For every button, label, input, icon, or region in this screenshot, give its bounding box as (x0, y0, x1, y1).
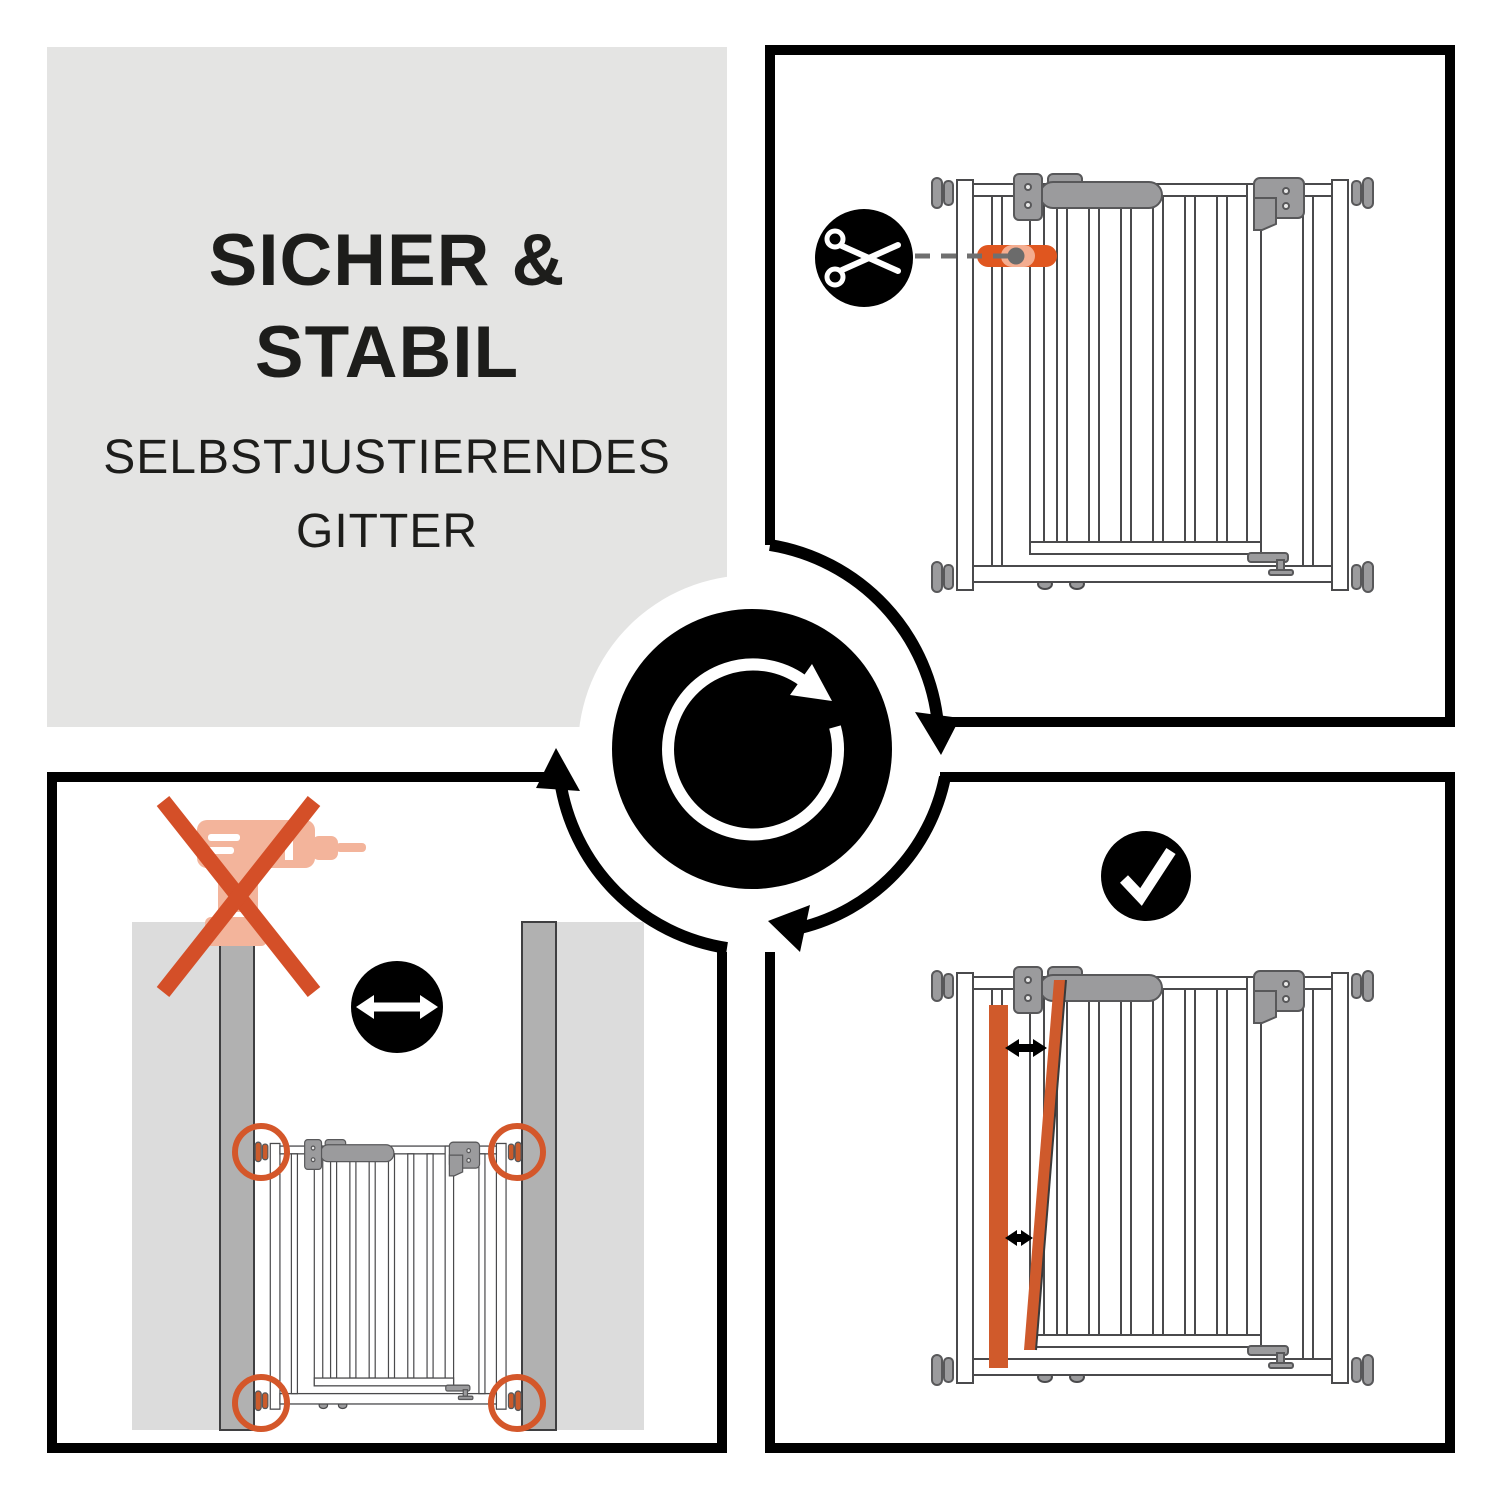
scissors-icon (815, 209, 913, 307)
gate-illustration-top-right (931, 173, 1374, 593)
headline-subtitle-line2: GITTER (296, 505, 478, 558)
gate-illustration-bottom-left (254, 1138, 522, 1412)
cross-out-x (156, 796, 321, 997)
gap-adjust-arrows (1005, 1039, 1047, 1246)
arrowhead-into-top-right (915, 712, 960, 755)
headline-title-line1: SICHER & (208, 220, 566, 301)
horizontal-double-arrow-icon (351, 961, 443, 1053)
cycle-arrowheads (536, 712, 960, 952)
cycle-arc-top-right (769, 539, 944, 726)
cuttable-strap (977, 245, 1057, 267)
bottom-right-panel-border (765, 772, 1455, 1453)
panel-correct-adjustment (931, 831, 1374, 1386)
headline-panel: SICHER & STABIL SELBSTJUSTIERENDES GITTE… (47, 47, 727, 727)
panel-self-adjusting-strap (815, 173, 1374, 593)
panel-no-drilling (132, 796, 644, 1432)
no-drill-icon (156, 796, 366, 997)
rotate-clockwise-icon (612, 609, 892, 889)
adjust-strap-vertical (989, 1005, 1008, 1368)
arrowhead-into-bottom-left (536, 748, 580, 791)
cycle-arc-bottom-left (554, 779, 728, 954)
bottom-left-panel-border (47, 772, 727, 1453)
checkmark-icon (1101, 831, 1191, 921)
adjust-strap-tilted (1024, 979, 1067, 1351)
cycle-arc-bottom-right (798, 775, 951, 934)
panel-borders (47, 45, 1455, 1453)
pressure-point-rings (232, 1123, 546, 1432)
headline-subtitle-line1: SELBSTJUSTIERENDES (103, 431, 671, 484)
top-right-panel-border (765, 45, 1455, 727)
headline-panel-background (47, 47, 727, 727)
arrowhead-into-bottom-right (768, 905, 810, 952)
headline-title-line2: STABIL (254, 312, 520, 393)
cycle-arrows (554, 539, 951, 954)
door-frame-walls (132, 921, 644, 1431)
headline-subtitle: SELBSTJUSTIERENDES GITTER (103, 421, 670, 569)
